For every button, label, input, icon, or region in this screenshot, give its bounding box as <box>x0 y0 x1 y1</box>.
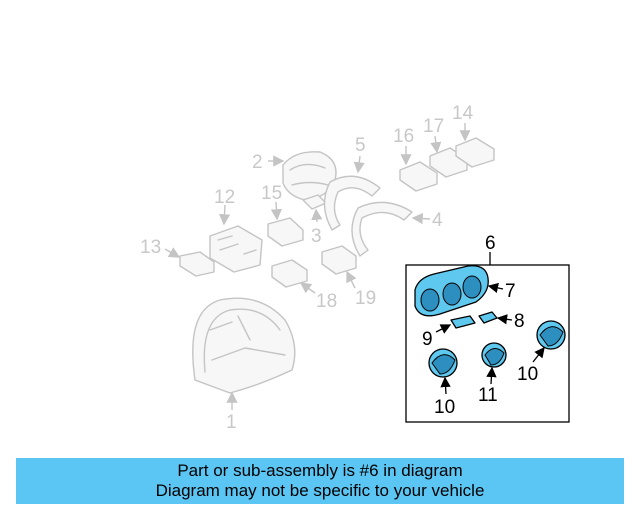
part-10-knob-left: 10 <box>428 348 458 418</box>
part-6-group: 6 7 8 9 10 <box>405 233 570 423</box>
callout-19: 19 <box>355 288 376 309</box>
part-1-instrument-cluster: 1 <box>192 297 296 433</box>
part-18-bulb-socket: 18 <box>271 259 337 312</box>
callout-15: 15 <box>261 183 282 204</box>
part-5-bezel-ring: 5 <box>323 135 381 231</box>
part-11-knob: 11 <box>478 342 507 406</box>
part-15-bulb-socket: 15 <box>261 183 304 247</box>
part-3-clip: 3 <box>302 194 327 247</box>
callout-5: 5 <box>355 135 366 156</box>
part-7-control-panel: 7 <box>414 265 516 317</box>
callout-17: 17 <box>423 116 444 137</box>
part-12-switch: 12 <box>209 187 263 273</box>
info-banner: Part or sub-assembly is #6 in diagram Di… <box>16 458 624 504</box>
callout-13: 13 <box>140 237 161 258</box>
callout-18: 18 <box>316 291 337 312</box>
callout-11: 11 <box>478 385 498 406</box>
part-4-bezel-ring: 4 <box>351 201 443 257</box>
callout-14: 14 <box>452 103 474 124</box>
part-19-bulb-socket: 19 <box>321 245 376 309</box>
part-9-button: 9 <box>422 315 476 350</box>
callout-12: 12 <box>214 187 235 208</box>
part-14-bulb-socket: 14 <box>452 103 495 168</box>
callout-9: 9 <box>422 329 433 350</box>
callout-16: 16 <box>393 126 414 147</box>
part-2-housing: 2 <box>252 151 337 201</box>
part-10-knob-right: 10 <box>517 320 566 385</box>
part-8-button: 8 <box>478 311 525 332</box>
callout-7: 7 <box>505 281 516 302</box>
banner-line-1: Part or sub-assembly is #6 in diagram <box>177 461 463 480</box>
callout-10-right: 10 <box>517 364 538 385</box>
part-6-box <box>405 264 570 423</box>
callout-4: 4 <box>432 210 443 231</box>
callout-6: 6 <box>485 233 496 254</box>
callout-3: 3 <box>311 226 322 247</box>
parts-diagram: 1 2 3 4 5 12 13 1 <box>140 103 570 433</box>
callout-2: 2 <box>252 152 263 173</box>
banner-line-2: Diagram may not be specific to your vehi… <box>155 481 485 500</box>
part-16-bulb-socket: 16 <box>393 126 438 192</box>
part-13-connector: 13 <box>140 237 215 277</box>
callout-8: 8 <box>514 311 525 332</box>
callout-10-left: 10 <box>434 397 455 418</box>
callout-1: 1 <box>226 412 237 433</box>
